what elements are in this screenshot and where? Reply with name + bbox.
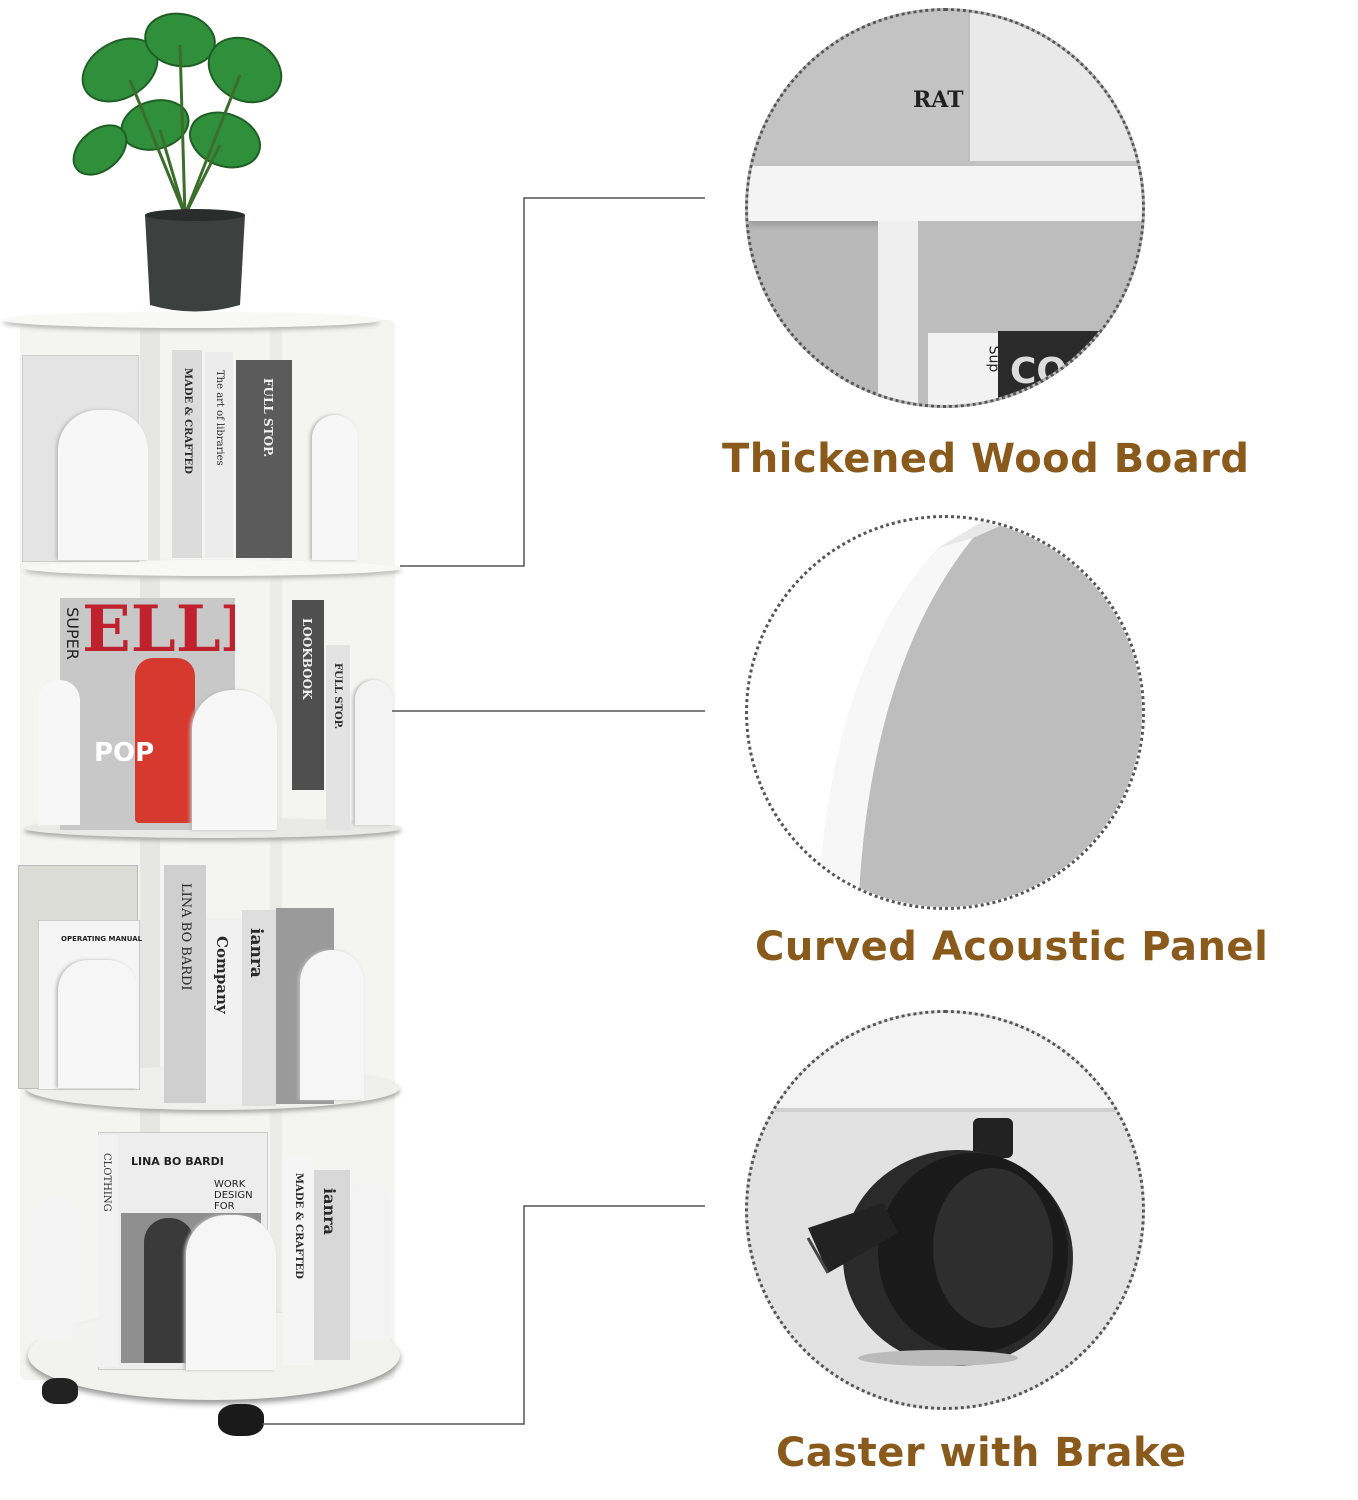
book-spine: The art of libraries [205,352,233,558]
center-divider [140,320,160,1380]
shelf-board-1 [24,560,402,576]
book-end [58,410,148,560]
right-divider [270,320,282,1380]
book-spine: LINA BO BARDI [164,865,206,1103]
cover-title: LINA BO BARDI [131,1155,224,1168]
plant-icon [72,12,283,312]
feature-label-wood-board: Thickened Wood Board [722,436,1250,482]
book-top [968,11,1142,161]
book-dark [998,331,1108,405]
book-end [186,1215,276,1370]
book-end [312,415,358,560]
book-spine: Company [206,918,242,1104]
zoom-circle-curved-panel [745,515,1145,910]
zoom-circle-wood-board: RAT Sup CO [745,8,1145,408]
feature-label-caster: Caster with Brake [776,1430,1187,1476]
book-end [58,960,138,1088]
book-end [355,680,393,825]
book-spine: ianra [314,1170,350,1360]
caster-wheel [218,1404,264,1436]
magazine-brand: ELLE [82,598,235,667]
model-figure [135,658,195,823]
manual-title: OPERATING MANUAL [61,935,143,943]
book-dark-text: CO [1010,351,1068,392]
book-spine: MADE & CRAFTED [172,350,202,558]
caster-icon [806,1118,1073,1366]
book-end [350,1180,390,1340]
book-corner [928,333,1008,405]
book-spine: MADE & CRAFTED [283,1155,313,1365]
caster-wheel [42,1378,78,1404]
book-spine: LOOKBOOK [292,600,324,790]
feature-label-curved-panel: Curved Acoustic Panel [755,924,1269,970]
bookcase-illustration: MADE & CRAFTED The art of libraries FULL… [0,0,420,1440]
board-edge [748,166,1142,221]
book-end [300,950,364,1100]
book-end [192,690,277,830]
callout-line-caster [262,1205,705,1425]
book-top-text: RAT [913,87,964,113]
callout-line-board [400,197,705,567]
book-spine: CLOTHING [98,1135,118,1367]
zoom-circle-caster [745,1010,1145,1410]
magazine-tag: POP [94,738,155,768]
curved-panel-shape [818,518,1142,907]
cover-subtitle: WORK DESIGN FOR [214,1179,253,1212]
person-figure [144,1218,194,1363]
book-spine: FULL STOP. [236,360,292,558]
shelf-bottom-board [748,1013,1142,1112]
book-end [38,680,80,825]
book-end [36,1195,76,1340]
book-spine: FULL STOP. [326,645,350,830]
board-divider [878,221,918,405]
book-spine: ianra [242,910,276,1106]
shelf-board-top [2,312,380,328]
